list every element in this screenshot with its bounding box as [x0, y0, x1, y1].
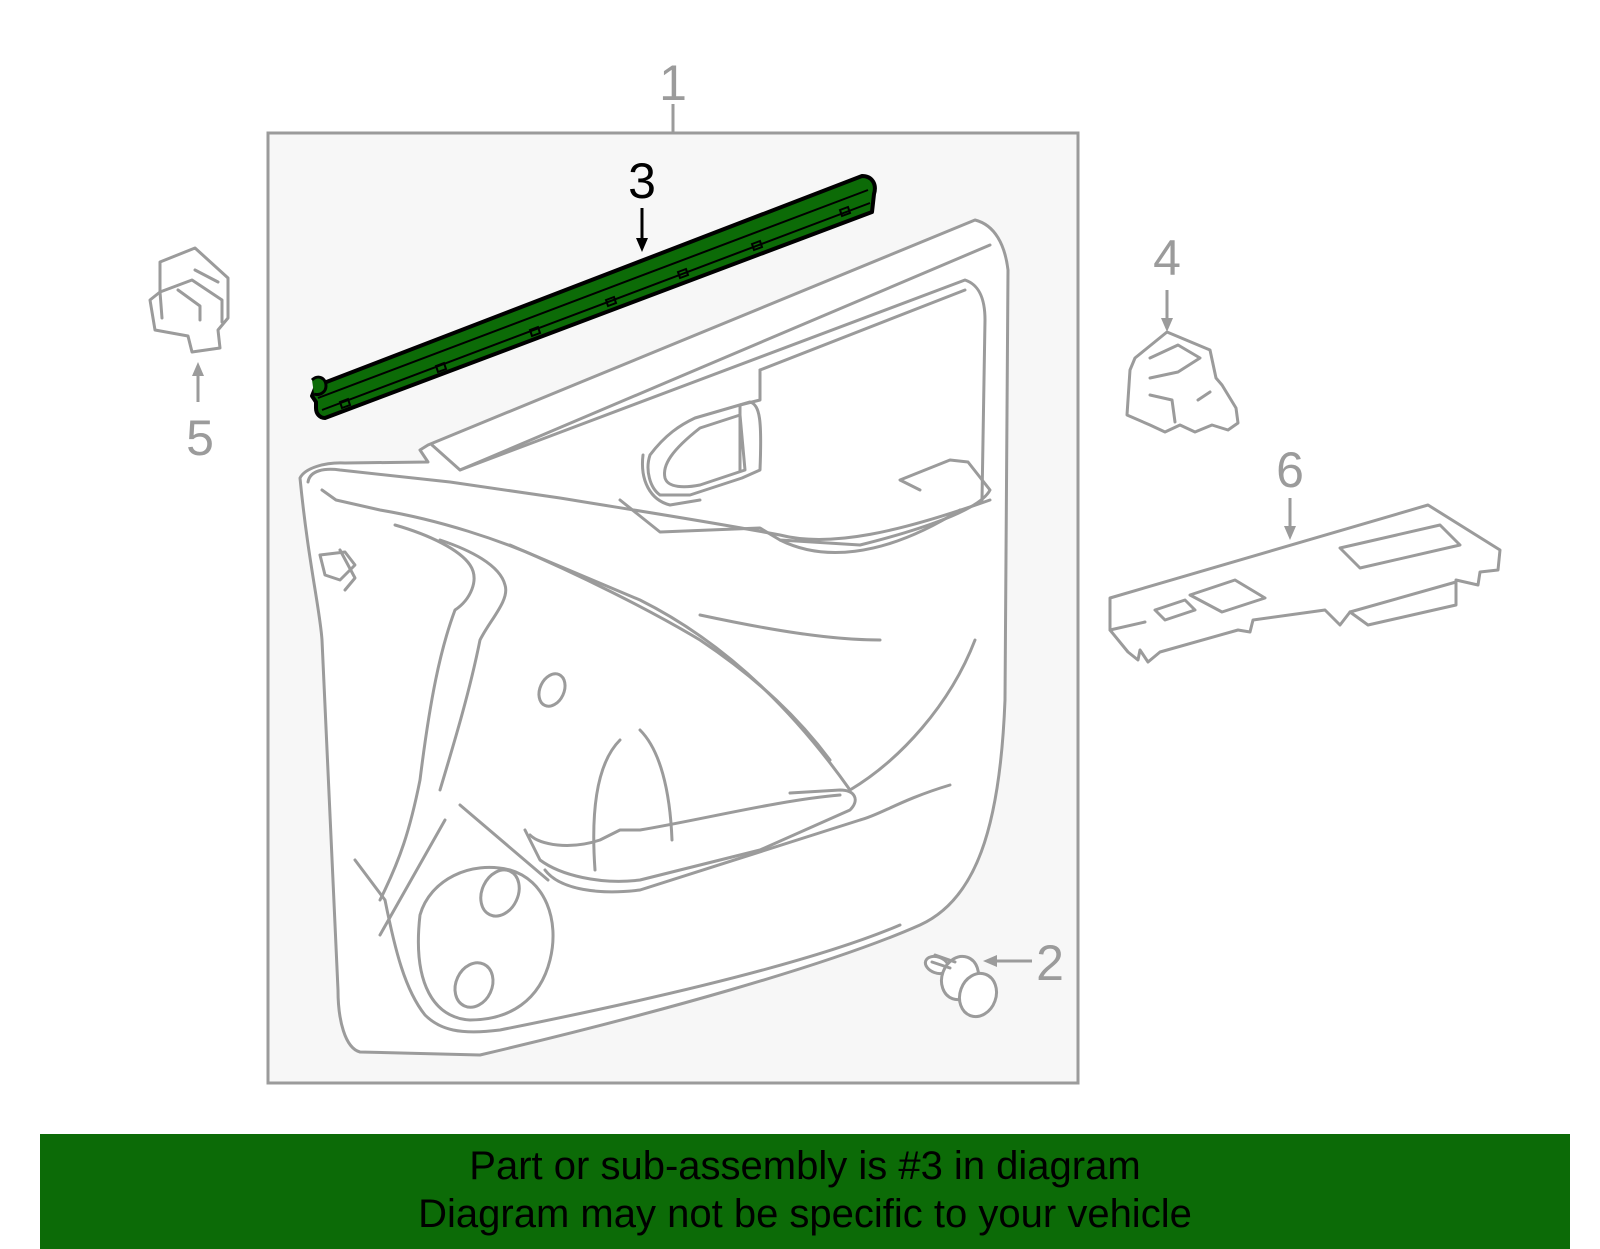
callout-6-arrowhead: [1284, 526, 1296, 540]
weatherstrip-part-3[interactable]: [310, 174, 877, 420]
door-trim-panel[interactable]: [298, 218, 1010, 1057]
callout-5-arrowhead: [192, 362, 204, 376]
callout-2-label[interactable]: 2: [1036, 935, 1064, 991]
callout-1-label[interactable]: 1: [659, 55, 687, 111]
callout-4-arrowhead: [1161, 318, 1173, 332]
callout-4-label[interactable]: 4: [1153, 230, 1181, 286]
clip-part-2[interactable]: [923, 951, 1002, 1022]
bracket-part-5[interactable]: [148, 246, 230, 354]
callout-6-label[interactable]: 6: [1276, 442, 1304, 498]
info-banner: Part or sub-assembly is #3 in diagram Di…: [40, 1134, 1570, 1249]
callout-3-label[interactable]: 3: [628, 153, 656, 209]
callout-2-arrowhead: [983, 955, 997, 967]
banner-line-1: Part or sub-assembly is #3 in diagram: [469, 1144, 1141, 1188]
callout-3-arrowhead: [636, 238, 648, 252]
banner-line-2: Diagram may not be specific to your vehi…: [418, 1192, 1192, 1236]
callout-5-label[interactable]: 5: [186, 410, 214, 466]
bracket-part-4[interactable]: [1125, 330, 1240, 434]
switch-bezel-part-6[interactable]: [1108, 503, 1502, 664]
